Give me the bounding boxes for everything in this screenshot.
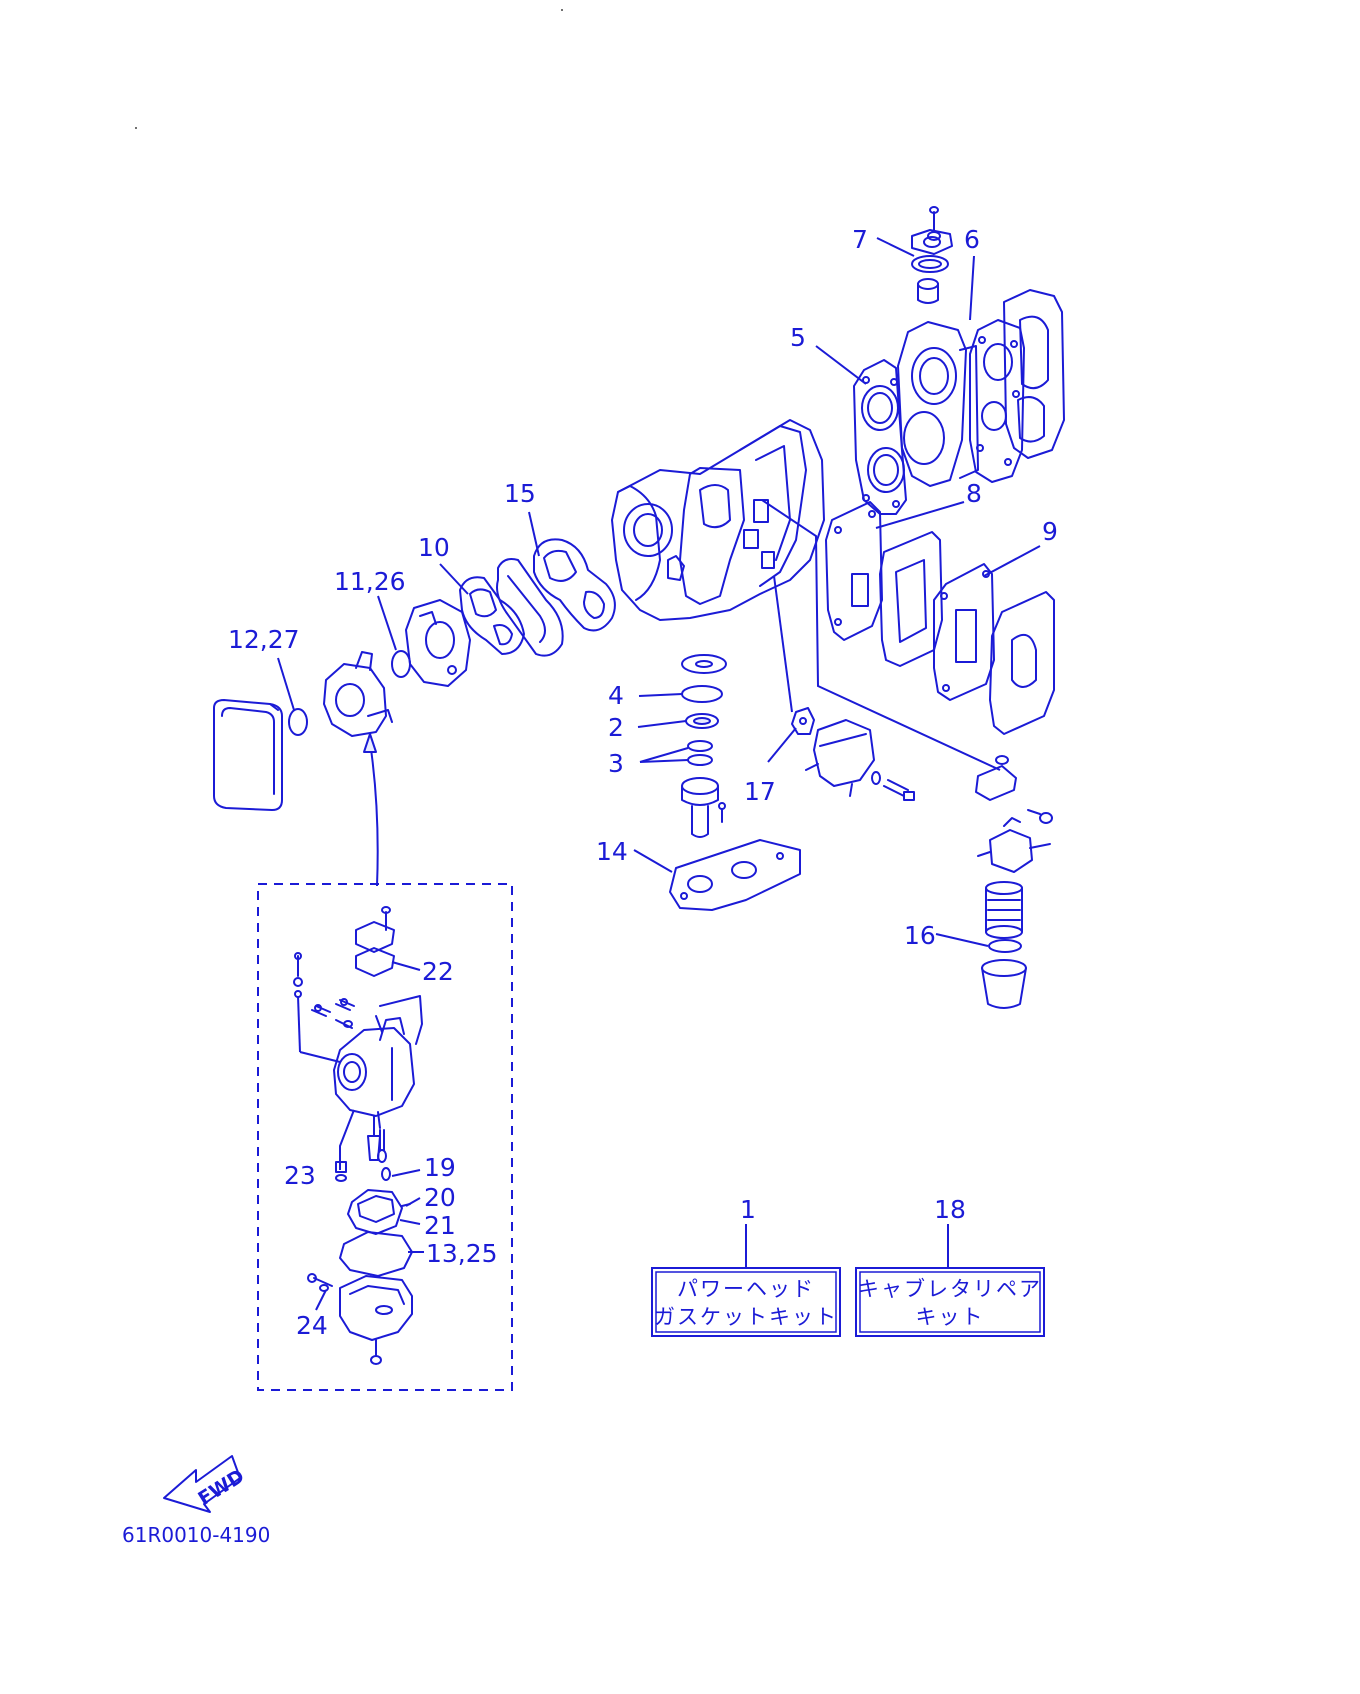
fuel-filter-cup: [981, 959, 1027, 1009]
callout-numbers: 7 6 5 8 9 15 10 11,26 12,27 4 2 3 17 14 …: [228, 225, 1058, 1340]
callout-1: 1: [740, 1195, 756, 1224]
scan-speck: [561, 9, 563, 11]
callout-19: 19: [424, 1153, 456, 1182]
callout-4: 4: [608, 681, 624, 710]
callout-21: 21: [424, 1211, 456, 1240]
float-chamber-gasket: [339, 1231, 413, 1277]
callout-12-27: 12,27: [228, 625, 300, 654]
intake-manifold: [405, 599, 471, 687]
callout-8: 8: [966, 479, 982, 508]
oil-seal-upper: [685, 713, 719, 729]
thermostat-cover-bolt: [927, 206, 941, 241]
carburetor-repair-kit-box: キャブレタリペア キット: [855, 1267, 1045, 1337]
thermostat-gasket: [911, 255, 949, 273]
cylinder-block: [611, 419, 825, 621]
carburetor-kit-line1: キャブレタリペア: [858, 1277, 1042, 1301]
carburetor-reference-arrow: [363, 733, 379, 887]
fwd-label: FWD: [194, 1465, 248, 1510]
callout-15: 15: [504, 479, 536, 508]
fuel-filter-o-ring: [988, 939, 1022, 953]
oil-seal-housing: [681, 777, 726, 838]
diagram-code: 61R0010-4190: [122, 1523, 270, 1547]
bottom-cowling-gasket: [669, 839, 801, 911]
water-jacket-cover: [879, 531, 943, 667]
manifold-o-ring: [391, 650, 411, 678]
oil-seal-lower-pair: [687, 740, 713, 766]
fuel-pump-bolt: [883, 779, 915, 801]
callout-3: 3: [608, 749, 624, 778]
callout-17: 17: [744, 777, 776, 806]
carburetor-body: [299, 1017, 415, 1117]
carb-top-cover: [355, 921, 395, 953]
power-head-gasket-kit-box: パワーヘッド ガスケットキット: [651, 1267, 841, 1337]
callout-16: 16: [904, 921, 936, 950]
cylinder-head-gasket: [853, 359, 907, 515]
carb-adjust-screws: [311, 998, 355, 1029]
inner-exhaust-gasket: [459, 576, 525, 655]
oil-seal-washer: [681, 654, 727, 674]
callout-9: 9: [1042, 517, 1058, 546]
power-head-kit-line2: ガスケットキット: [654, 1305, 838, 1329]
fuel-filter-bracket: [975, 755, 1053, 824]
callout-24: 24: [296, 1311, 328, 1340]
carburetor-kit-line2: キット: [916, 1305, 985, 1329]
cylinder-head: [897, 321, 979, 487]
callout-13-25: 13,25: [426, 1239, 498, 1268]
fuel-filter: [977, 817, 1051, 873]
exhaust-outer-cover: [989, 591, 1055, 735]
silencer-o-ring: [288, 708, 308, 736]
fuel-filter-element: [985, 881, 1023, 939]
carb-top-gasket: [355, 947, 395, 977]
callout-7: 7: [852, 225, 868, 254]
fuel-pump-gasket: [791, 707, 815, 735]
callout-5: 5: [790, 323, 806, 352]
callout-10: 10: [418, 533, 450, 562]
float-needle-seat: [377, 1129, 387, 1163]
callout-22: 22: [422, 957, 454, 986]
throttle-linkage: [375, 995, 423, 1045]
float-chamber: [339, 1275, 413, 1341]
drain-screw: [335, 1109, 355, 1182]
float-chamber-screw: [307, 1273, 333, 1292]
chamber-drain-screw: [370, 1339, 382, 1365]
fuel-line: [761, 499, 1001, 771]
fuel-pump: [805, 719, 881, 797]
intake-silencer: [213, 699, 283, 811]
carburetor-installed: [323, 651, 393, 737]
power-head-kit-line1: パワーヘッド: [677, 1277, 815, 1301]
callout-14: 14: [596, 837, 628, 866]
carburetor-detail-box: [257, 883, 513, 1391]
exhaust-cover: [496, 558, 564, 657]
carb-float: [347, 1189, 403, 1235]
scan-speck: [135, 127, 137, 129]
exhaust-cover-gasket: [533, 538, 616, 632]
forward-direction-arrow: FWD: [163, 1455, 248, 1513]
callout-leaders: [277, 237, 1041, 1311]
callout-18: 18: [934, 1195, 966, 1224]
lower-o-ring: [681, 685, 723, 703]
thermostat-cover: [911, 229, 953, 255]
exhaust-outer-gasket: [933, 563, 995, 701]
callout-11-26: 11,26: [334, 567, 406, 596]
callout-23: 23: [284, 1161, 316, 1190]
cylinder-head-cover: [1003, 289, 1065, 459]
callout-2: 2: [608, 713, 624, 742]
callout-20: 20: [424, 1183, 456, 1212]
needle-valve: [381, 1167, 391, 1181]
pilot-screw: [293, 952, 303, 1053]
thermostat: [917, 278, 939, 304]
callout-6: 6: [964, 225, 980, 254]
water-jacket-gasket: [825, 501, 883, 641]
